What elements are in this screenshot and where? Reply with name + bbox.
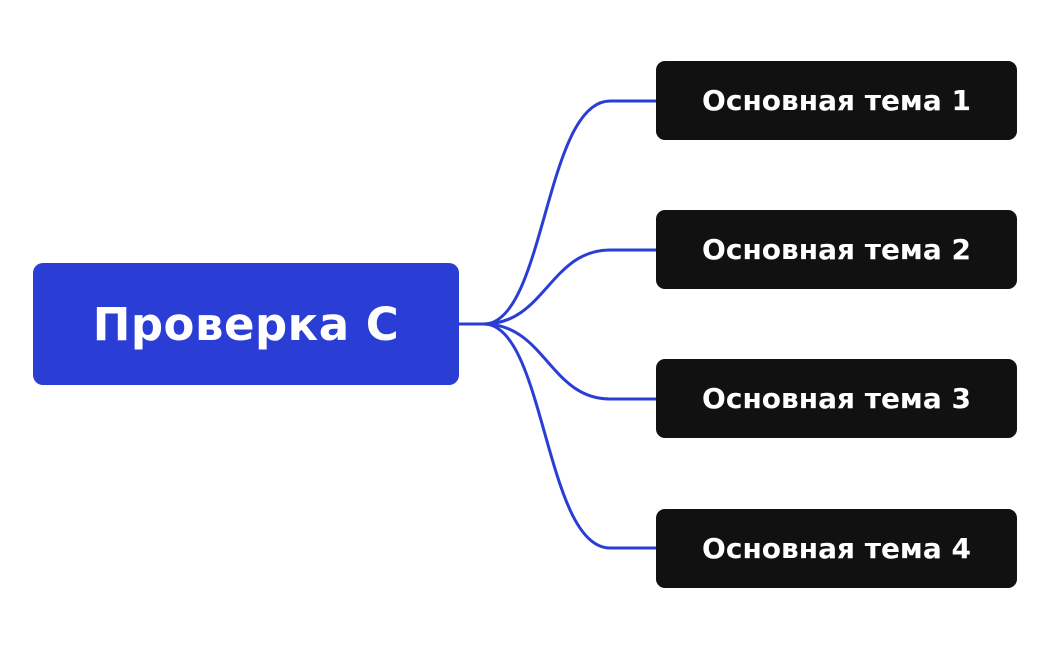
main-topic-label-3: Основная тема 3 bbox=[702, 382, 971, 415]
main-topic-node-3[interactable]: Основная тема 3 bbox=[656, 359, 1017, 438]
connector-topic-1 bbox=[482, 99, 658, 326]
main-topic-label-1: Основная тема 1 bbox=[702, 84, 971, 117]
main-topic-node-1[interactable]: Основная тема 1 bbox=[656, 61, 1017, 140]
connector-topic-4 bbox=[482, 322, 658, 550]
main-topic-node-2[interactable]: Основная тема 2 bbox=[656, 210, 1017, 289]
central-topic-label: Проверка С bbox=[92, 297, 400, 351]
main-topic-node-4[interactable]: Основная тема 4 bbox=[656, 509, 1017, 588]
main-topic-label-4: Основная тема 4 bbox=[702, 532, 971, 565]
main-topic-label-2: Основная тема 2 bbox=[702, 233, 971, 266]
connector-topic-2 bbox=[482, 248, 658, 326]
connector-topic-3 bbox=[482, 322, 658, 401]
central-topic-node[interactable]: Проверка С bbox=[33, 263, 459, 385]
